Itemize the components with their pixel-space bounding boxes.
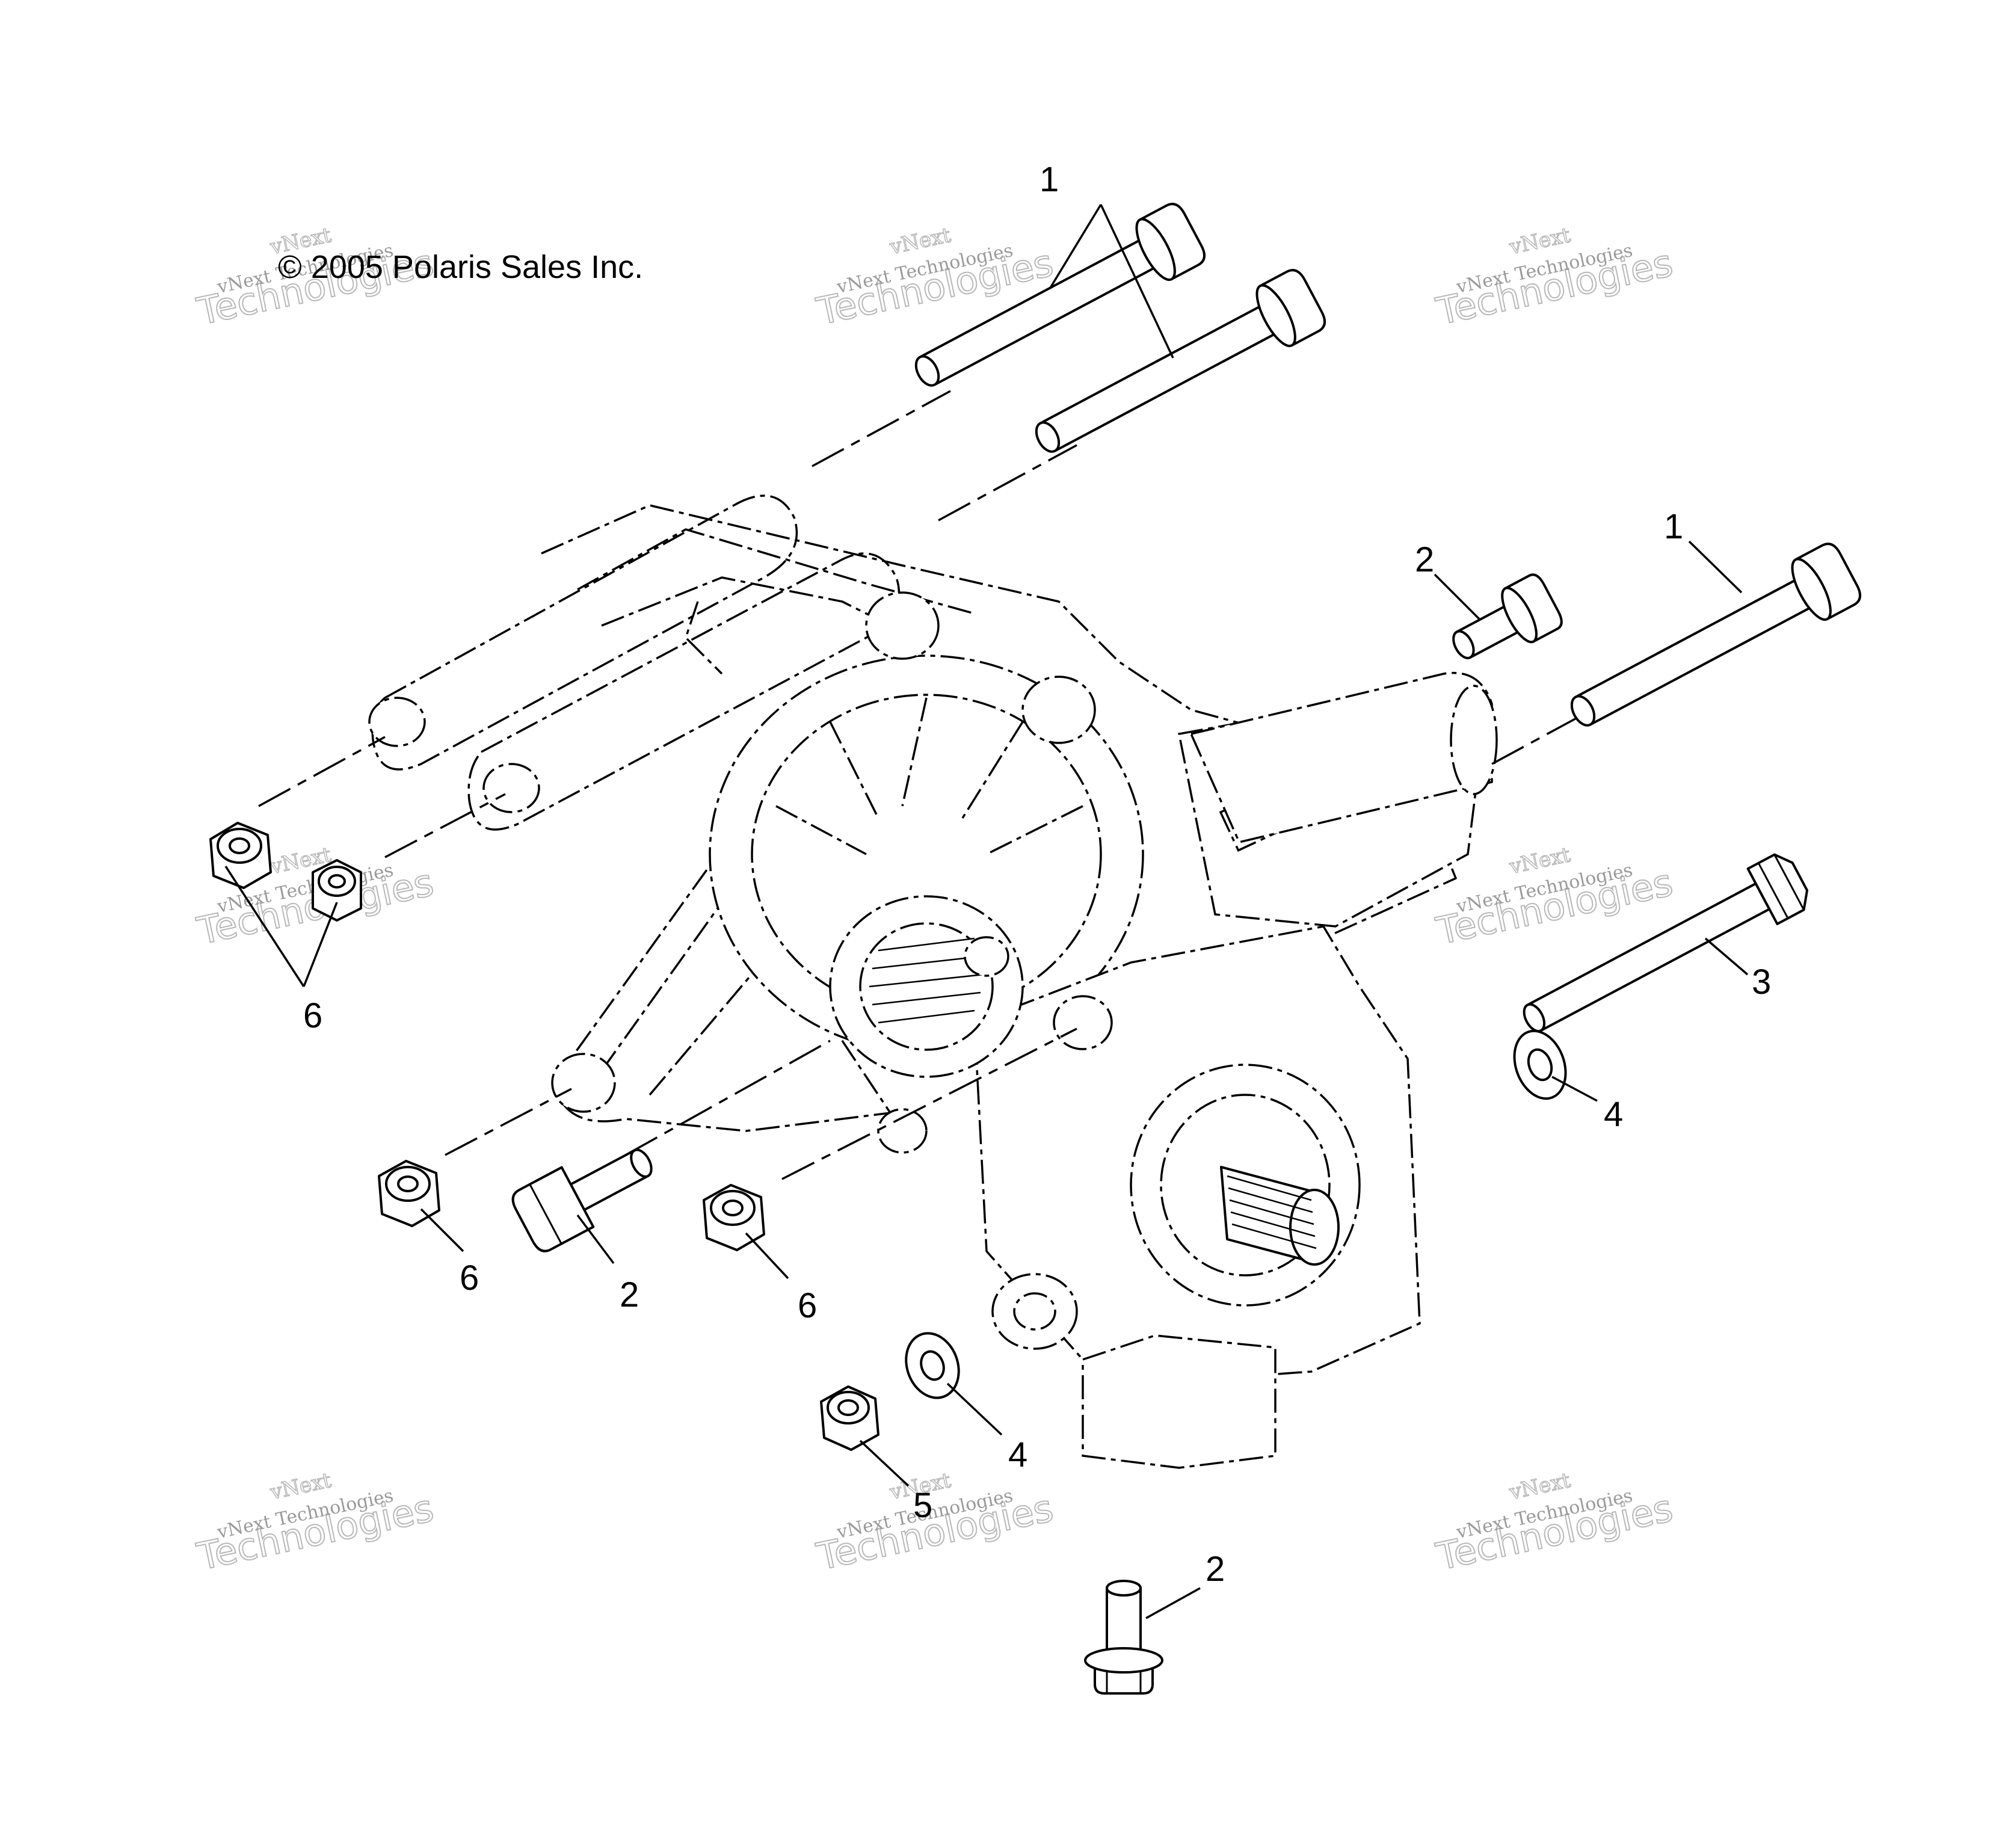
nut-item-6-left-b xyxy=(312,859,362,922)
leader-lines xyxy=(224,204,1749,1619)
housing-bell-ribs xyxy=(775,697,1083,855)
housing-foot-bore-inner xyxy=(1013,1292,1056,1331)
housing-lug xyxy=(865,591,940,660)
hex-bolt-item-3 xyxy=(1523,853,1809,1033)
housing-right-tube-end xyxy=(1450,685,1498,795)
housing-mount-bore xyxy=(877,1108,928,1154)
bolt-item-1-a xyxy=(914,203,1206,387)
center-line xyxy=(938,444,1077,522)
housing-foot-bore xyxy=(991,1273,1078,1350)
callout-1-right: 1 xyxy=(1664,507,1683,546)
callout-numbers: 1 1 2 3 4 4 5 6 6 2 6 2 xyxy=(303,160,1771,1589)
center-line xyxy=(445,1088,572,1156)
callout-5: 5 xyxy=(913,1486,932,1525)
center-line xyxy=(625,1040,831,1156)
explosion-lines xyxy=(258,390,1637,1180)
flange-bolt-item-2-lower-left xyxy=(511,1148,653,1252)
callout-2-lower-left: 2 xyxy=(620,1275,639,1314)
housing-bore-1 xyxy=(368,697,426,747)
nut-item-6-lower-mid xyxy=(703,1184,765,1251)
housing-rib xyxy=(685,601,723,675)
output-shaft-splines xyxy=(1227,1175,1317,1249)
flange-bolt-item-2-bottom xyxy=(1084,1580,1163,1695)
input-spline-teeth xyxy=(869,937,984,1024)
nut-item-6-lower-left xyxy=(378,1160,440,1227)
housing-upper-tube-2 xyxy=(467,552,901,831)
housing-small-bore xyxy=(964,936,1009,977)
callout-1-top: 1 xyxy=(1040,160,1059,199)
callout-3: 3 xyxy=(1752,962,1771,1002)
washer-item-4-lower xyxy=(905,1332,960,1399)
callout-4-lower: 4 xyxy=(1008,1435,1027,1474)
center-line xyxy=(384,793,506,858)
flange-bolt-item-2-upper xyxy=(1452,573,1563,659)
callout-6-lower-mid: 6 xyxy=(798,1286,817,1325)
bolt-item-1-b xyxy=(1035,269,1326,453)
nut-item-5 xyxy=(820,1385,879,1451)
bolt-item-1-c xyxy=(1570,543,1862,727)
housing-lug xyxy=(1021,676,1096,744)
washer-item-4-right xyxy=(1513,1029,1567,1100)
center-line xyxy=(258,736,386,807)
housing-mount-bore xyxy=(1053,995,1113,1050)
housing-lower-bore xyxy=(551,1053,616,1113)
callout-6-lower-left: 6 xyxy=(460,1258,479,1298)
gearcase-housing xyxy=(368,494,1498,1469)
callout-6-left: 6 xyxy=(303,996,322,1035)
center-line xyxy=(781,1027,1077,1180)
housing-input-bore-inner xyxy=(859,922,994,1051)
nut-item-6-left-a xyxy=(209,822,272,889)
housing-bore-2 xyxy=(482,763,540,813)
housing-upper-tube-1 xyxy=(371,494,798,771)
housing-lower-foot xyxy=(1082,1334,1277,1469)
callout-2-upper: 2 xyxy=(1415,540,1434,579)
output-shaft xyxy=(1220,1166,1340,1266)
housing-output-flange-inner xyxy=(1160,1094,1331,1277)
callout-2-bottom: 2 xyxy=(1206,1550,1225,1589)
center-line xyxy=(812,390,951,467)
copyright-notice: © 2005 Polaris Sales Inc. xyxy=(278,249,643,285)
callout-4-right: 4 xyxy=(1604,1095,1623,1134)
